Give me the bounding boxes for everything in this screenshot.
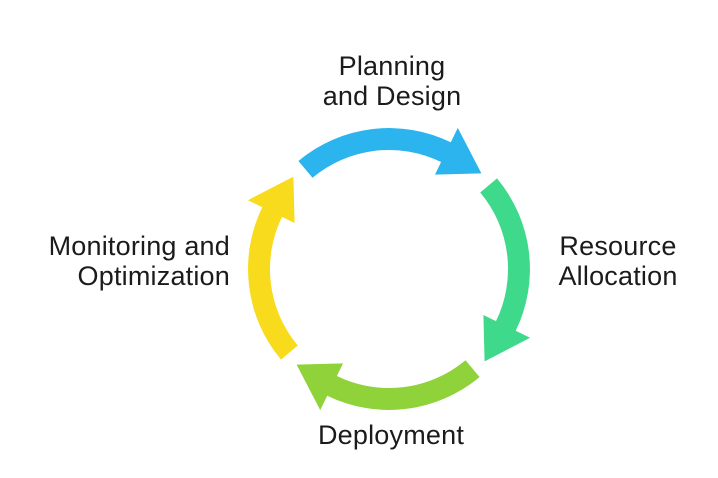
- label-line: and Design: [322, 81, 462, 111]
- label-line: Resource: [559, 231, 677, 261]
- label-line: Monitoring and: [48, 231, 230, 261]
- arc-deployment-arrow: [296, 360, 480, 411]
- label-planning-and-design: Planning and Design: [323, 51, 462, 111]
- label-resource-allocation: Resource Allocation: [558, 231, 677, 291]
- label-line: Planning: [338, 51, 446, 81]
- arc-monitoring-and-optimization-arrow: [247, 176, 298, 360]
- arc-resource-allocation-arrow: [480, 178, 531, 362]
- label-monitoring-and-optimization: Monitoring and Optimization: [49, 231, 230, 291]
- arc-planning-and-design-arrow: [298, 127, 482, 178]
- label-line: Allocation: [558, 261, 678, 291]
- label-deployment: Deployment: [318, 420, 464, 450]
- label-line: Deployment: [317, 420, 465, 450]
- label-line: Optimization: [77, 261, 230, 291]
